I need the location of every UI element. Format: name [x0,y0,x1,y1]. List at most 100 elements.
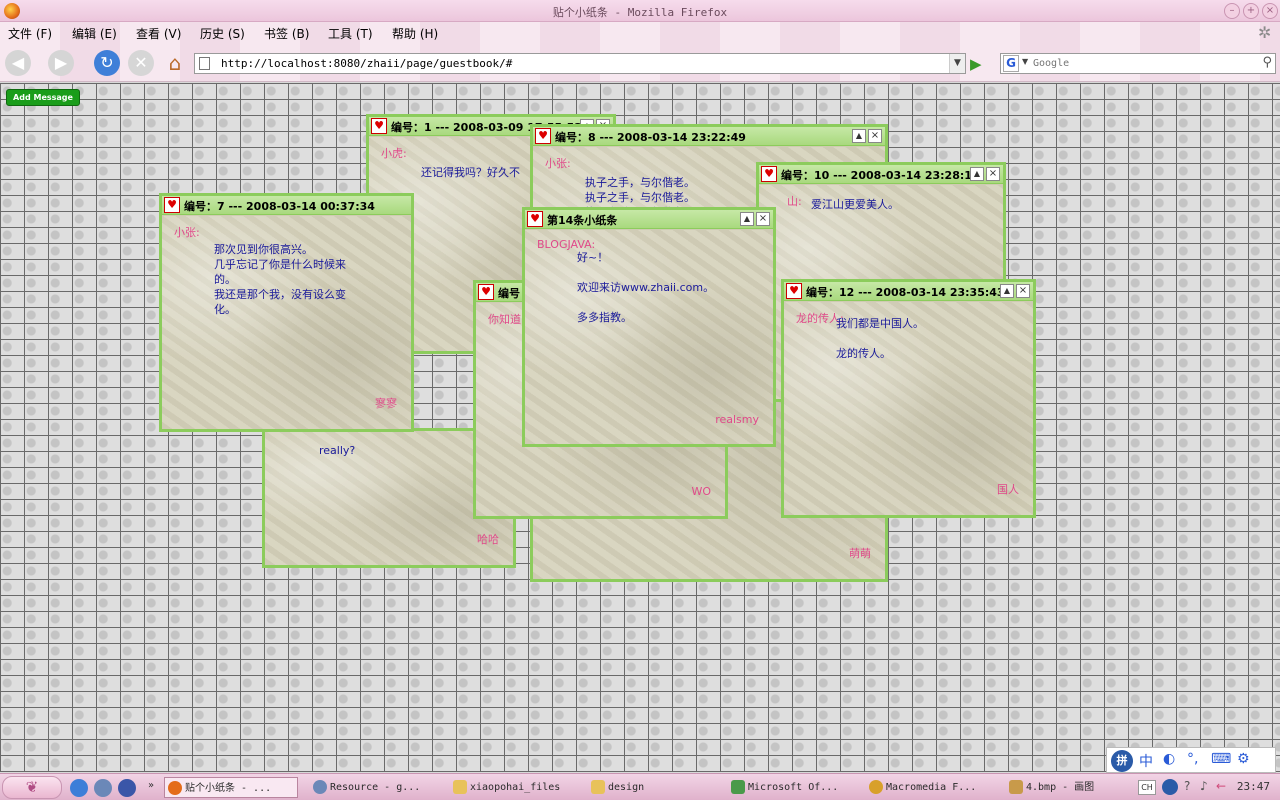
menu-tools[interactable]: 工具 (T) [328,27,373,41]
menu-history[interactable]: 历史 (S) [200,27,245,41]
menu-edit[interactable]: 编辑 (E) [72,27,117,41]
menu-help[interactable]: 帮助 (H) [392,27,439,41]
note-sender: WO [691,485,711,498]
ime-toolbar: 拼 中 ◐ °, ⌨ ⚙ [1106,747,1276,773]
quicklaunch-more-icon[interactable]: » [148,780,155,791]
note-message: 那次见到你很高兴。 几乎忘记了你是什么时候来 的。 我还是那个我，没有设么变 化… [214,243,346,316]
go-icon: ▶ [970,55,982,73]
ime-half-width-icon[interactable]: ◐ [1163,751,1176,767]
taskbar-item[interactable]: Microsoft Of... [728,777,860,798]
close-note-button[interactable]: × [1016,284,1030,298]
ime-settings-icon[interactable]: ⚙ [1237,751,1250,767]
note-body: 龙的传人: 我们都是中国人。 龙的传人。 国人 [784,302,1033,515]
help-tray-icon[interactable]: ? [1184,779,1191,793]
note-message: 爱江山更爱美人。 [811,198,899,211]
note-header[interactable]: ♥ 第14条小纸条 ▲ × [525,210,773,229]
url-history-dropdown[interactable]: ▼ [949,54,965,73]
note-recipient: 你知道 [488,313,521,326]
note-title: 第14条小纸条 [547,214,618,227]
quicklaunch-ie-icon[interactable] [70,779,88,797]
note[interactable]: ♥ 编号：12 --- 2008-03-14 23:35:43 ▲ × 龙的传人… [781,279,1036,518]
home-button[interactable]: ⌂ [162,50,188,76]
taskbar-item[interactable]: 贴个小纸条 - ... [164,777,298,798]
note-header[interactable]: ♥ 编号：8 --- 2008-03-14 23:22:49 ▲ × [533,127,885,146]
home-icon: ⌂ [168,51,182,75]
note-body: really? 哈哈 [265,431,513,565]
window-title: 贴个小纸条 - Mozilla Firefox [552,6,728,19]
start-button[interactable]: ❦ [2,776,62,799]
volume-tray-icon[interactable]: ♪ [1200,779,1208,793]
menu-view[interactable]: 查看 (V) [136,27,182,41]
close-window-button[interactable]: × [1262,3,1278,19]
search-engine-dropdown-icon[interactable]: ▼ [1022,57,1029,66]
quicklaunch-desktop-icon[interactable] [118,779,136,797]
taskbar-item[interactable]: design [588,777,720,798]
minimize-note-button[interactable]: ▲ [1000,284,1014,298]
taskbar-item[interactable]: Macromedia F... [866,777,998,798]
note-message: really? [319,444,356,457]
forward-button[interactable]: ▶ [48,50,74,76]
note-recipient: 小张: [545,157,571,170]
note-recipient: 小虎: [381,147,407,160]
note-header[interactable]: ♥ 编号：10 --- 2008-03-14 23:28:17 ▲ × [759,165,1003,184]
system-tray: CH ? ♪ ← 23:47 [1134,774,1280,800]
menu-file[interactable]: 文件 (F) [8,27,53,41]
note-message: 我们都是中国人。 龙的传人。 [836,317,924,360]
note-title: 编号：10 --- 2008-03-14 23:28:17 [781,169,980,182]
note-body: 小张: 那次见到你很高兴。 几乎忘记了你是什么时候来 的。 我还是那个我，没有设… [162,216,411,429]
note-title: 编号：8 --- 2008-03-14 23:22:49 [555,131,746,144]
maximize-window-button[interactable]: + [1243,3,1259,19]
clock: 23:47 [1236,780,1270,793]
close-note-button[interactable]: × [986,167,1000,181]
ime-chinese-mode-icon[interactable]: 中 [1139,754,1153,770]
macromedia-icon [869,780,883,794]
heart-icon: ♥ [371,118,387,134]
browser-icon [313,780,327,794]
ime-keyboard-icon[interactable]: ⌨ [1211,751,1232,767]
note-sender: 国人 [997,483,1019,496]
taskbar-item[interactable]: 4.bmp - 画图 [1006,777,1130,798]
ime-punctuation-icon[interactable]: °, [1187,751,1199,767]
title-bar: 贴个小纸条 - Mozilla Firefox – + × [0,0,1280,22]
minimize-note-button[interactable]: ▲ [852,129,866,143]
heart-icon: ♥ [478,284,494,300]
heart-icon: ♥ [164,197,180,213]
reload-icon: ↻ [100,53,114,72]
taskbar-item[interactable]: xiaopohai_files [450,777,582,798]
note-header[interactable]: ♥ 编号：12 --- 2008-03-14 23:35:43 ▲ × [784,282,1033,301]
search-icon[interactable]: ⚲ [1262,55,1272,70]
back-button[interactable]: ◀ [5,50,31,76]
close-note-button[interactable]: × [756,212,770,226]
stop-button[interactable]: ✕ [128,50,154,76]
note-sender: 萌萌 [849,547,871,560]
quicklaunch-browser-icon[interactable] [94,779,112,797]
minimize-note-button[interactable]: ▲ [970,167,984,181]
taskbar-item[interactable]: Resource - g... [310,777,442,798]
note[interactable]: ♥ 编号：7 --- 2008-03-14 00:37:34 小张: 那次见到你… [159,193,414,432]
ime-tray-icon[interactable] [1162,779,1178,795]
throbber-icon: ✲ [1258,23,1272,42]
reload-button[interactable]: ↻ [94,50,120,76]
close-note-button[interactable]: × [868,129,882,143]
stop-icon: ✕ [134,53,148,72]
heart-icon: ♥ [527,211,543,227]
url-bar[interactable]: http://localhost:8080/zhaii/page/guestbo… [194,53,966,74]
add-message-button[interactable]: Add Message [6,89,80,106]
folder-icon [453,780,467,794]
arrow-tray-icon[interactable]: ← [1216,779,1227,793]
note-recipient: BLOGJAVA: [537,238,596,251]
language-indicator[interactable]: CH [1138,780,1156,795]
google-icon[interactable]: G [1003,55,1019,72]
minimize-window-button[interactable]: – [1224,3,1240,19]
ime-logo-icon[interactable]: 拼 [1111,750,1133,772]
note-title: 编号 [498,287,520,300]
menu-bookmarks[interactable]: 书签 (B) [264,27,310,41]
go-button[interactable]: ▶ [970,55,988,73]
note-header[interactable]: ♥ 编号：7 --- 2008-03-14 00:37:34 [162,196,411,215]
note-sender: 哈哈 [477,533,499,546]
forward-icon: ▶ [54,53,68,72]
minimize-note-button[interactable]: ▲ [740,212,754,226]
search-input[interactable] [1033,54,1245,73]
note[interactable]: ♥ 第14条小纸条 ▲ × BLOGJAVA: 好~！ 欢迎来访www.zhai… [522,207,776,447]
note-recipient: 龙的传人: [796,312,844,325]
